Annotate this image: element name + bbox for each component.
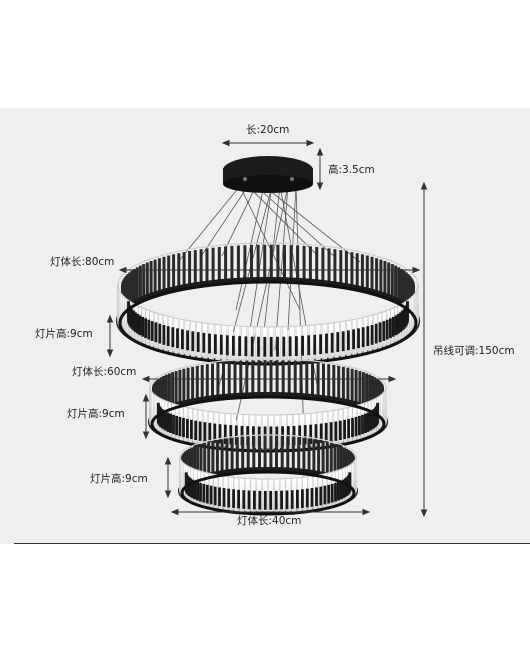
bottom-divider: [14, 543, 530, 544]
canopy-length-label: 长:20cm: [246, 124, 290, 136]
ring-80cm: [116, 242, 420, 366]
ring2-slat-height-label: 灯片高:9cm: [67, 408, 125, 420]
ring1-length-label: 灯体长:80cm: [50, 256, 115, 268]
ring3-slat-height-label: 灯片高:9cm: [90, 473, 148, 485]
ring1-slat-height-label: 灯片高:9cm: [35, 328, 93, 340]
dimension-arrows: [106, 139, 428, 518]
hanging-wire-label: 吊线可调:150cm: [433, 345, 515, 357]
ring3-length-label: 灯体长:40cm: [237, 515, 302, 527]
ring-40cm: [178, 434, 358, 516]
ceiling-canopy: [223, 156, 313, 193]
ring2-length-label: 灯体长:60cm: [72, 366, 137, 378]
ring-60cm: [148, 358, 388, 453]
canopy-height-label: 高:3.5cm: [328, 164, 375, 176]
